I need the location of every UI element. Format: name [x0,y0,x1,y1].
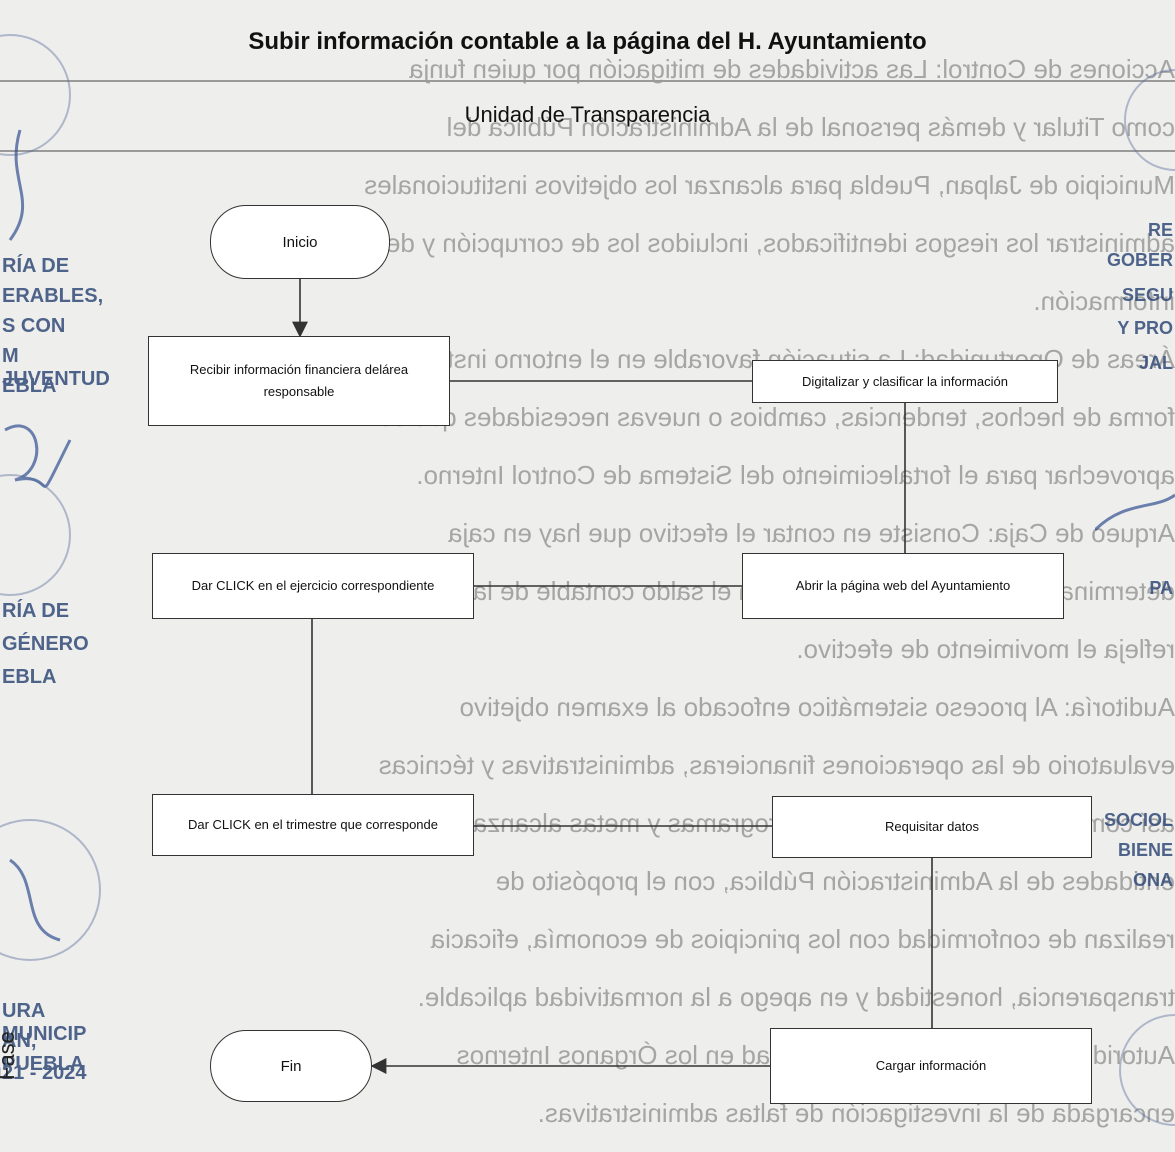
flow-step-upload-info: Cargar información [770,1028,1092,1104]
page-subtitle: Unidad de Transparencia [464,102,711,127]
flow-end-label: Fin [280,1057,302,1075]
flow-start-label: Inicio [282,233,318,251]
flow-step-receive-info: Recibir información financiera delárea r… [148,336,450,426]
flow-start-terminal: Inicio [210,205,390,279]
flow-step-click-exercise: Dar CLICK en el ejercicio correspondient… [152,553,474,619]
flow-step-label: Cargar información [875,1058,987,1073]
flow-step-digitize: Digitalizar y clasificar la información [752,360,1058,403]
divider-mid [0,150,1175,152]
flow-step-label: Recibir información financiera delárea r… [189,362,409,399]
divider-top [0,80,1175,82]
flow-step-click-quarter: Dar CLICK en el trimestre que correspond… [152,794,474,856]
phase-label: Fase [0,1031,19,1080]
flow-end-terminal: Fin [210,1030,372,1102]
flow-step-label: Abrir la página web del Ayuntamiento [795,578,1011,593]
flow-step-label: Digitalizar y clasificar la información [802,373,1008,389]
flow-step-open-website: Abrir la página web del Ayuntamiento [742,553,1064,619]
flow-step-label: Requisitar datos [885,819,979,834]
flow-step-label: Dar CLICK en el trimestre que correspond… [187,817,438,832]
flow-step-fill-data: Requisitar datos [772,796,1092,858]
flow-step-label: Dar CLICK en el ejercicio correspondient… [191,578,435,593]
page-title: Subir información contable a la página d… [248,28,927,55]
